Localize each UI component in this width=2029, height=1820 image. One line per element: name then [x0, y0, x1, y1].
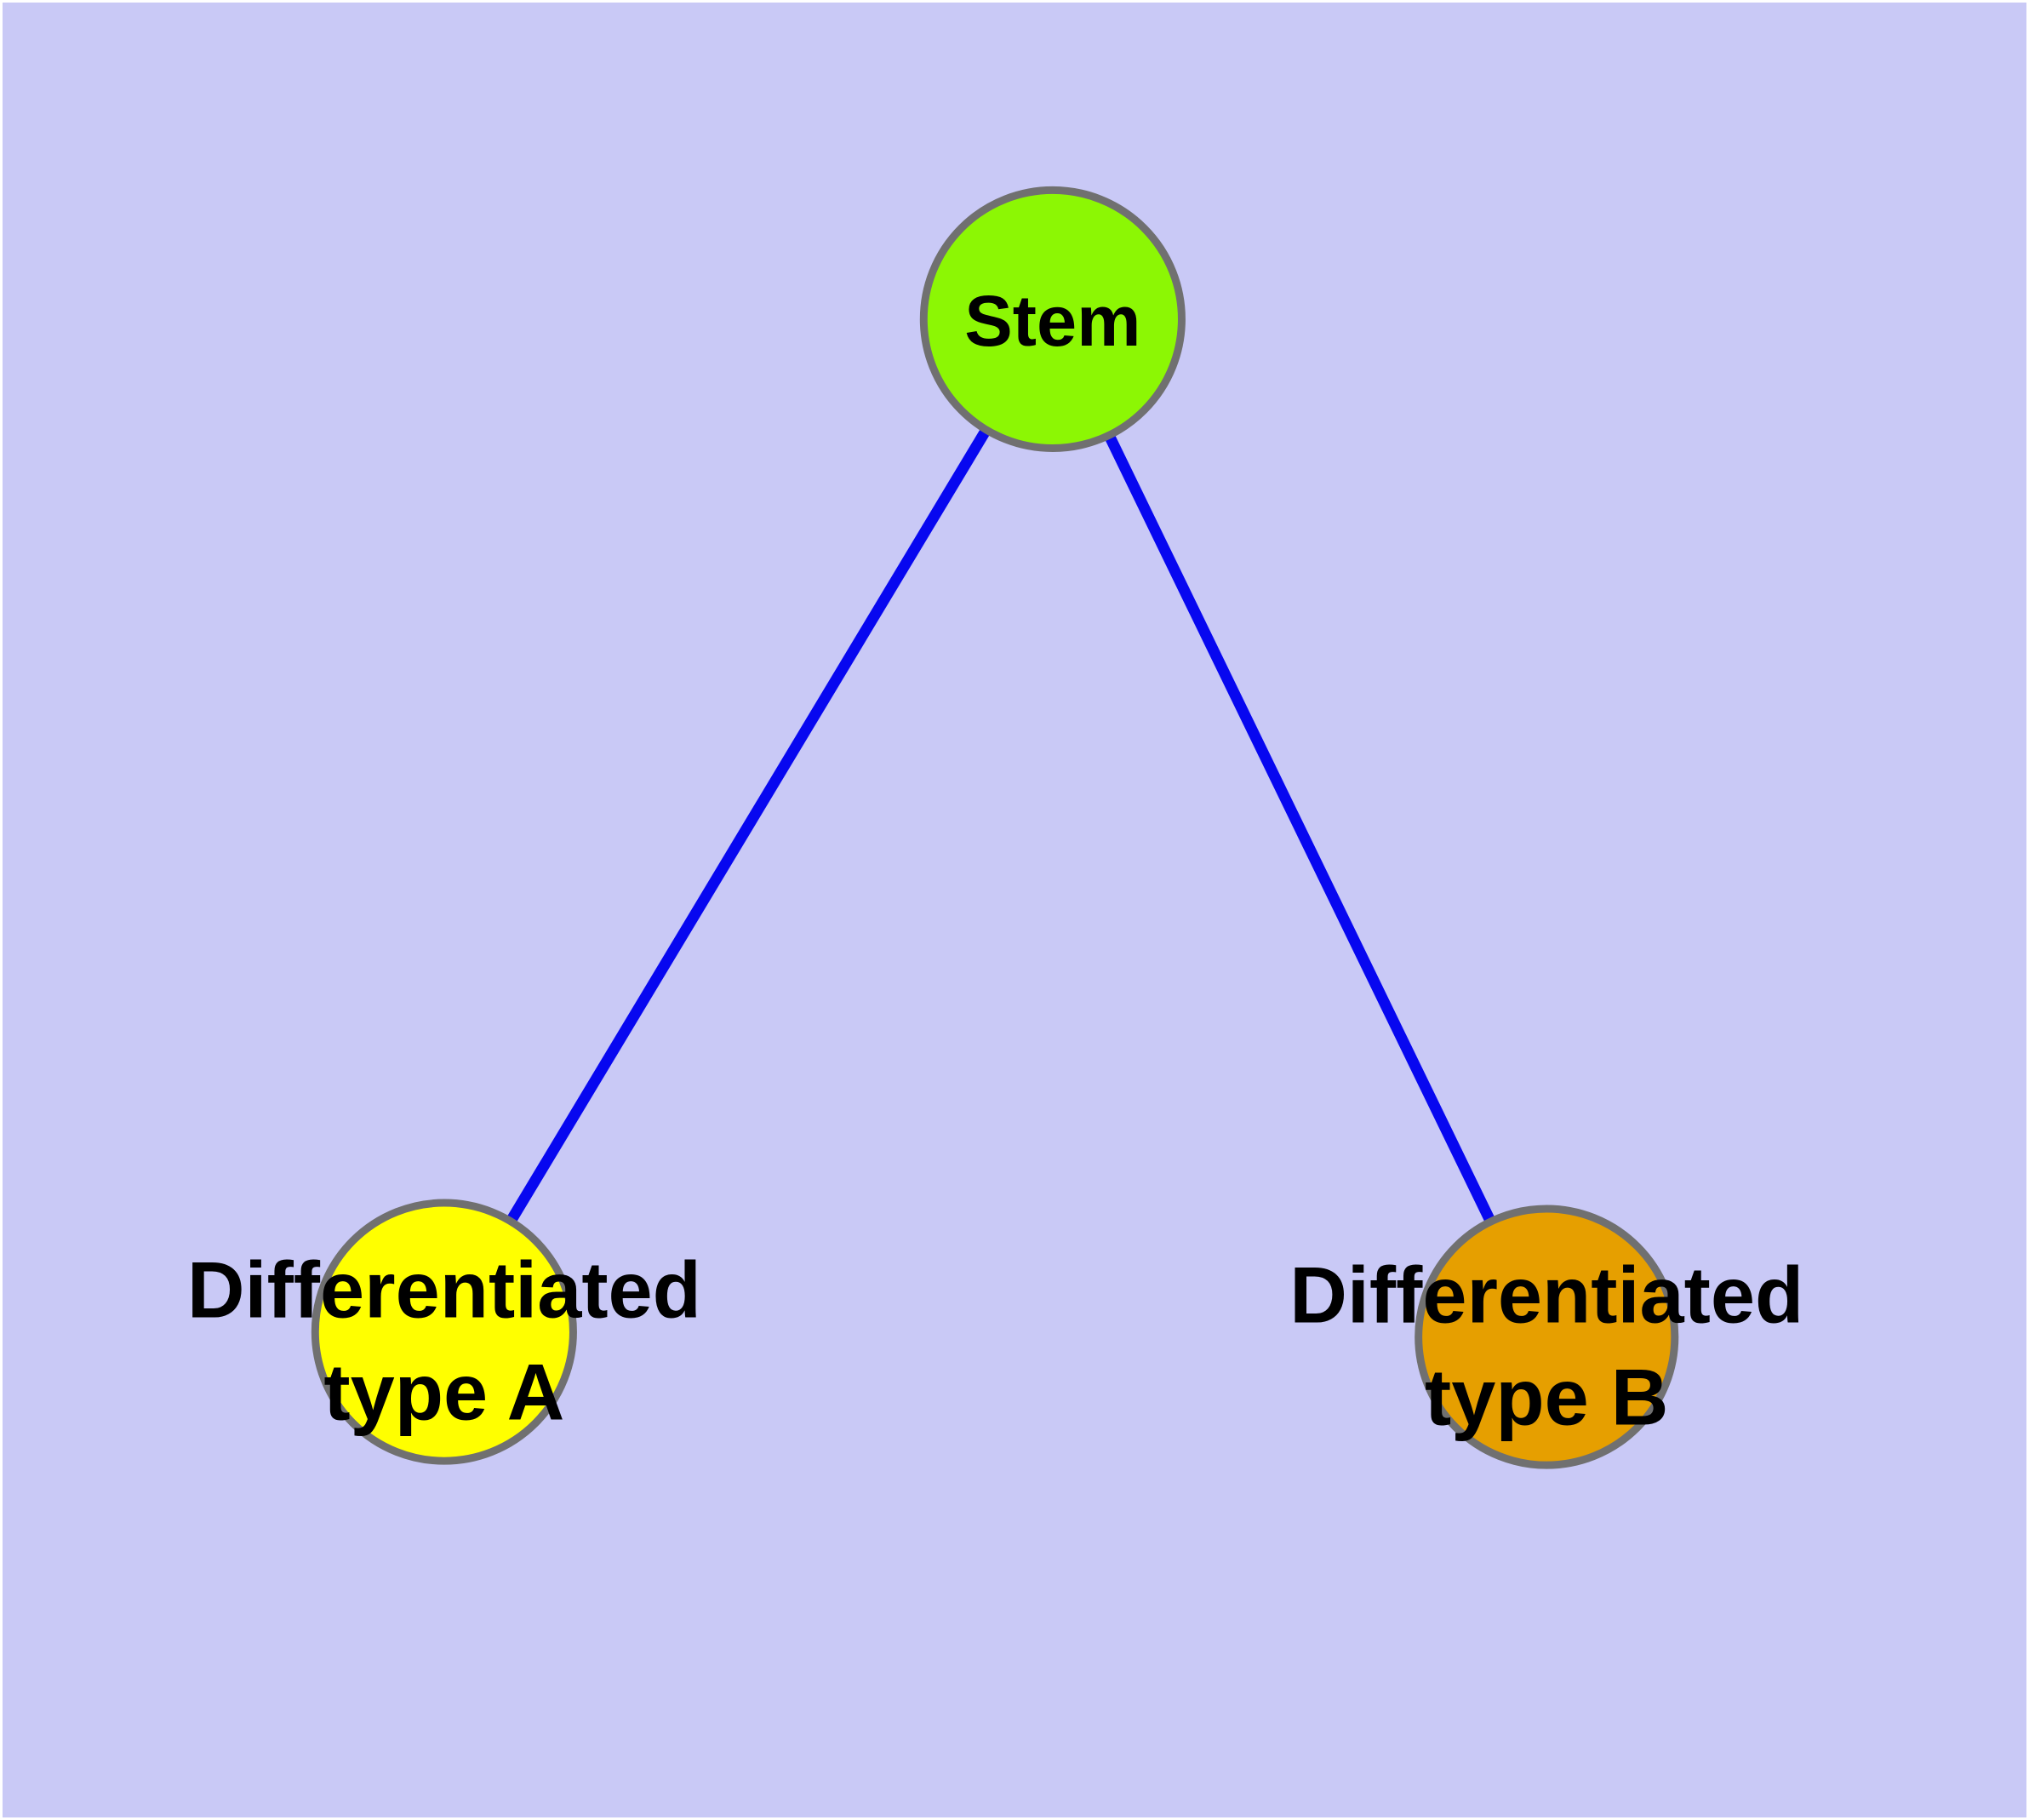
- node-differentiated-type-a: [311, 1199, 577, 1465]
- graph-svg: Stem Differentiated type A Differentiate…: [3, 3, 2026, 1817]
- node-type-b-label-line-2: type B: [1425, 1352, 1668, 1441]
- node-type-a-label-line-2: type A: [323, 1347, 564, 1436]
- node-layer: [311, 186, 1679, 1469]
- edge-layer: [439, 316, 1552, 1340]
- node-type-a-label-line-1: Differentiated: [187, 1245, 701, 1335]
- edge-stem-to-type-b: [1048, 317, 1552, 1340]
- node-stem: [919, 186, 1186, 453]
- node-stem-label: Stem: [964, 280, 1140, 361]
- edge-stem-to-type-a: [439, 316, 1058, 1335]
- node-type-b-label-line-1: Differentiated: [1289, 1251, 1803, 1340]
- label-layer: Stem Differentiated type A Differentiate…: [187, 280, 1803, 1441]
- node-differentiated-type-b: [1415, 1205, 1679, 1469]
